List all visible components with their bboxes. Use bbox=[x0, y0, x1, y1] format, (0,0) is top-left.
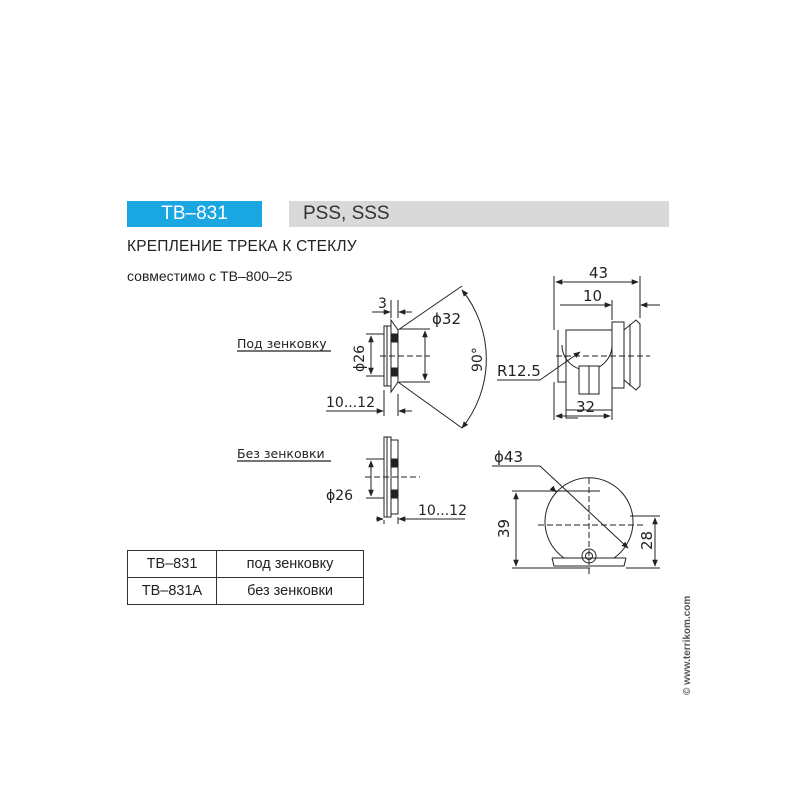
table-row: TB–831 под зенковку bbox=[127, 550, 364, 578]
watermark: © www.terrikom.com bbox=[682, 596, 696, 709]
dim-d32: ϕ32 bbox=[432, 310, 461, 328]
variant-model: TB–831 bbox=[127, 550, 217, 578]
dim-43: 43 bbox=[589, 264, 608, 282]
dim-39: 39 bbox=[495, 519, 513, 538]
watermark-text: © www.terrikom.com bbox=[682, 595, 693, 695]
model-code-tab: TB–831 bbox=[127, 201, 262, 227]
top-view bbox=[492, 465, 660, 575]
dim-10: 10 bbox=[583, 287, 602, 305]
label-countersunk: Под зенковку bbox=[237, 336, 327, 351]
variants-table: TB–831 под зенковку TB–831A без зенковки bbox=[127, 550, 364, 605]
variant-model: TB–831A bbox=[127, 577, 217, 605]
dim-d26-bottom: ϕ26 bbox=[326, 488, 353, 504]
front-view bbox=[497, 276, 660, 420]
series-bar: PSS, SSS bbox=[289, 201, 669, 227]
variant-description: без зенковки bbox=[216, 577, 364, 605]
dim-range-top: 10...12 bbox=[326, 395, 375, 411]
dim-r125: R12.5 bbox=[497, 362, 541, 380]
plain-side-view bbox=[237, 436, 465, 524]
variant-description: под зенковку bbox=[216, 550, 364, 578]
compatibility-note: совместимо с ТВ–800–25 bbox=[127, 268, 293, 284]
label-no-countersink: Без зенковки bbox=[237, 446, 325, 461]
dim-90: 90° bbox=[470, 347, 486, 372]
dim-range-bottom: 10...12 bbox=[418, 503, 467, 519]
product-title: КРЕПЛЕНИЕ ТРЕКА К СТЕКЛУ bbox=[127, 238, 357, 255]
dim-d26-top: ϕ26 bbox=[352, 345, 368, 372]
dim-32: 32 bbox=[576, 398, 595, 416]
dim-d43: ϕ43 bbox=[494, 448, 523, 466]
countersunk-side-view bbox=[237, 285, 487, 429]
table-row: TB–831A без зенковки bbox=[127, 577, 364, 605]
dim-3: 3 bbox=[378, 296, 387, 312]
dim-28: 28 bbox=[638, 531, 656, 550]
